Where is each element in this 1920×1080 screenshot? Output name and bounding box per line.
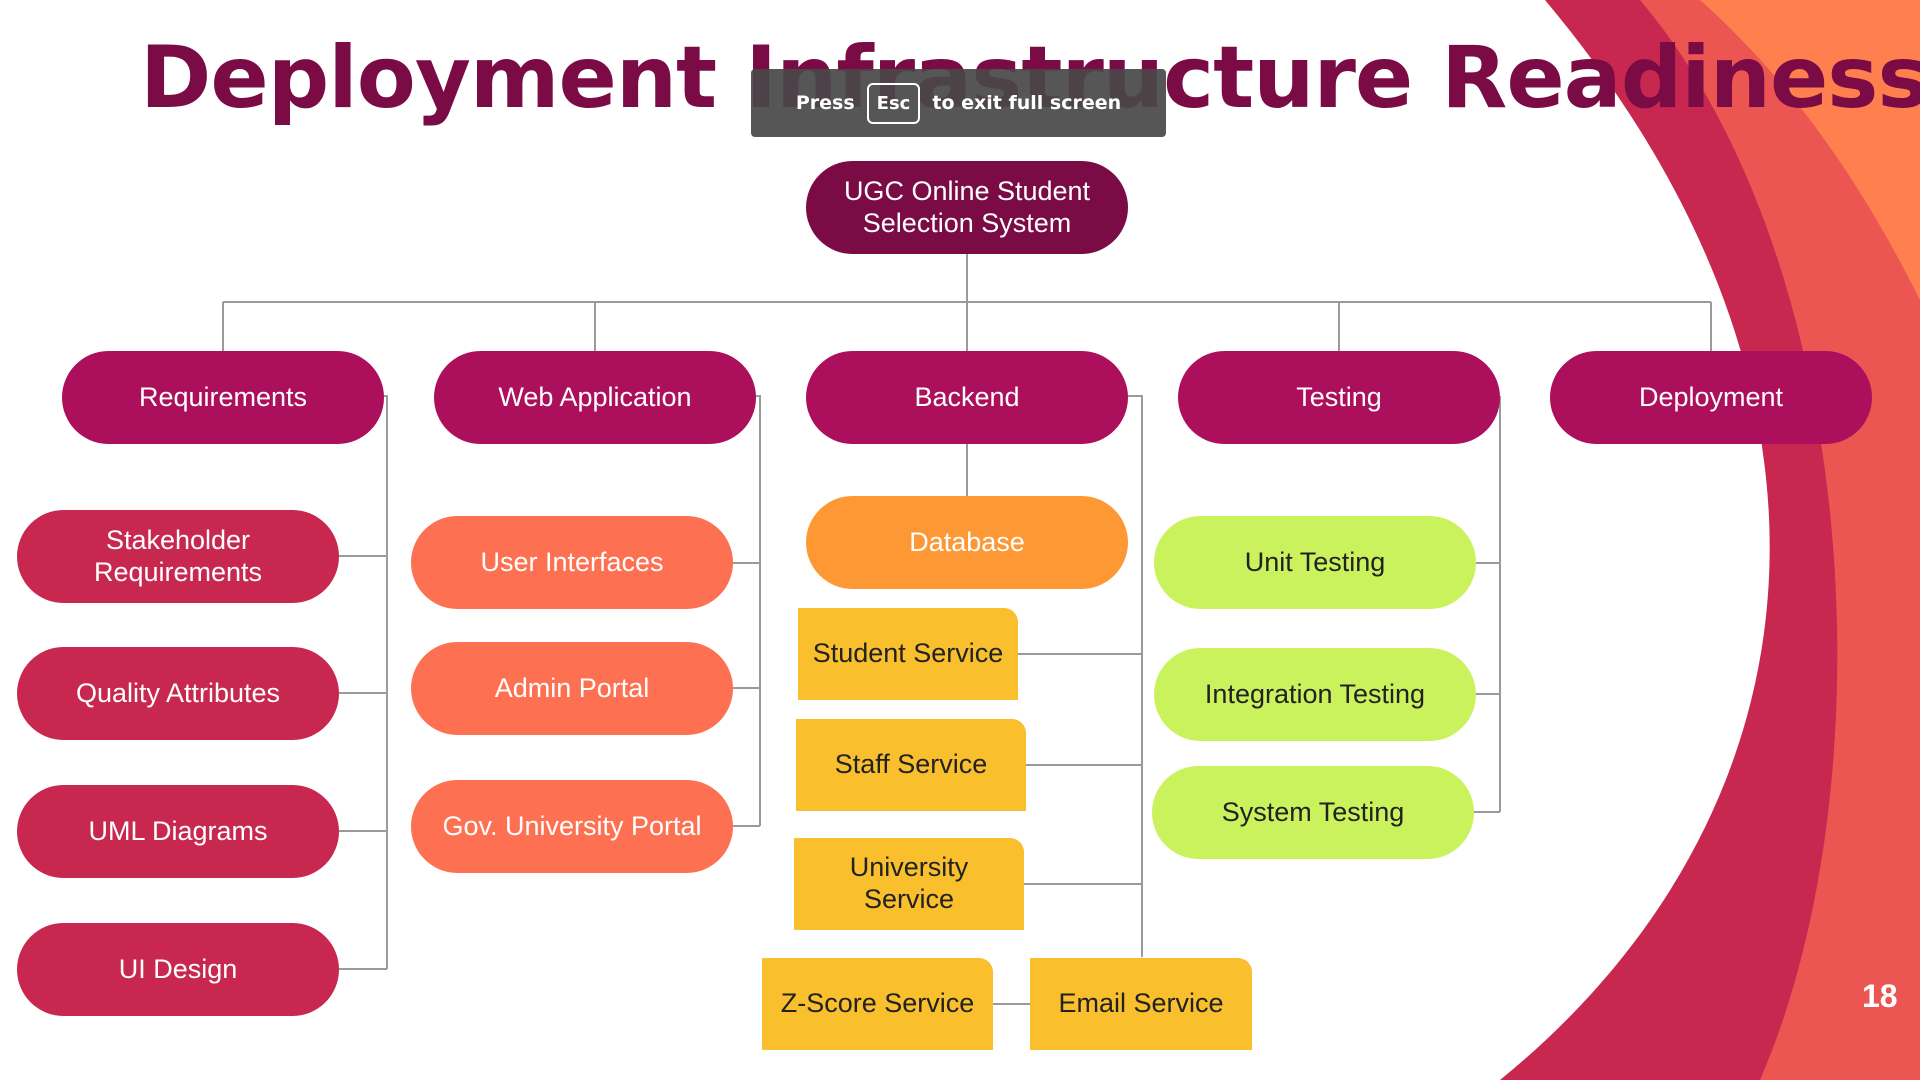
web-gov-university-portal: Gov. University Portal [411, 780, 733, 873]
category-web-application: Web Application [434, 351, 756, 444]
service-university: University Service [794, 838, 1024, 930]
web-user-interfaces: User Interfaces [411, 516, 733, 609]
notice-suffix: to exit full screen [932, 92, 1122, 114]
exit-fullscreen-notice: Press Esc to exit full screen [751, 69, 1166, 137]
testing-system: System Testing [1152, 766, 1474, 859]
esc-key-badge: Esc [866, 82, 921, 124]
backend-database: Database [806, 496, 1128, 589]
category-requirements: Requirements [62, 351, 384, 444]
testing-unit: Unit Testing [1154, 516, 1476, 609]
service-staff: Staff Service [796, 719, 1026, 811]
testing-integration: Integration Testing [1154, 648, 1476, 741]
slide-number: 18 [1862, 978, 1898, 1014]
notice-prefix: Press [795, 92, 855, 114]
requirement-uml-diagrams: UML Diagrams [17, 785, 339, 878]
requirement-quality-attributes: Quality Attributes [17, 647, 339, 740]
service-student: Student Service [798, 608, 1018, 700]
category-deployment: Deployment [1550, 351, 1872, 444]
service-z-score: Z-Score Service [762, 958, 993, 1050]
requirement-stakeholder: Stakeholder Requirements [17, 510, 339, 603]
requirement-ui-design: UI Design [17, 923, 339, 1016]
service-email: Email Service [1030, 958, 1252, 1050]
web-admin-portal: Admin Portal [411, 642, 733, 735]
category-backend: Backend [806, 351, 1128, 444]
root-node: UGC Online Student Selection System [806, 161, 1128, 254]
category-testing: Testing [1178, 351, 1500, 444]
